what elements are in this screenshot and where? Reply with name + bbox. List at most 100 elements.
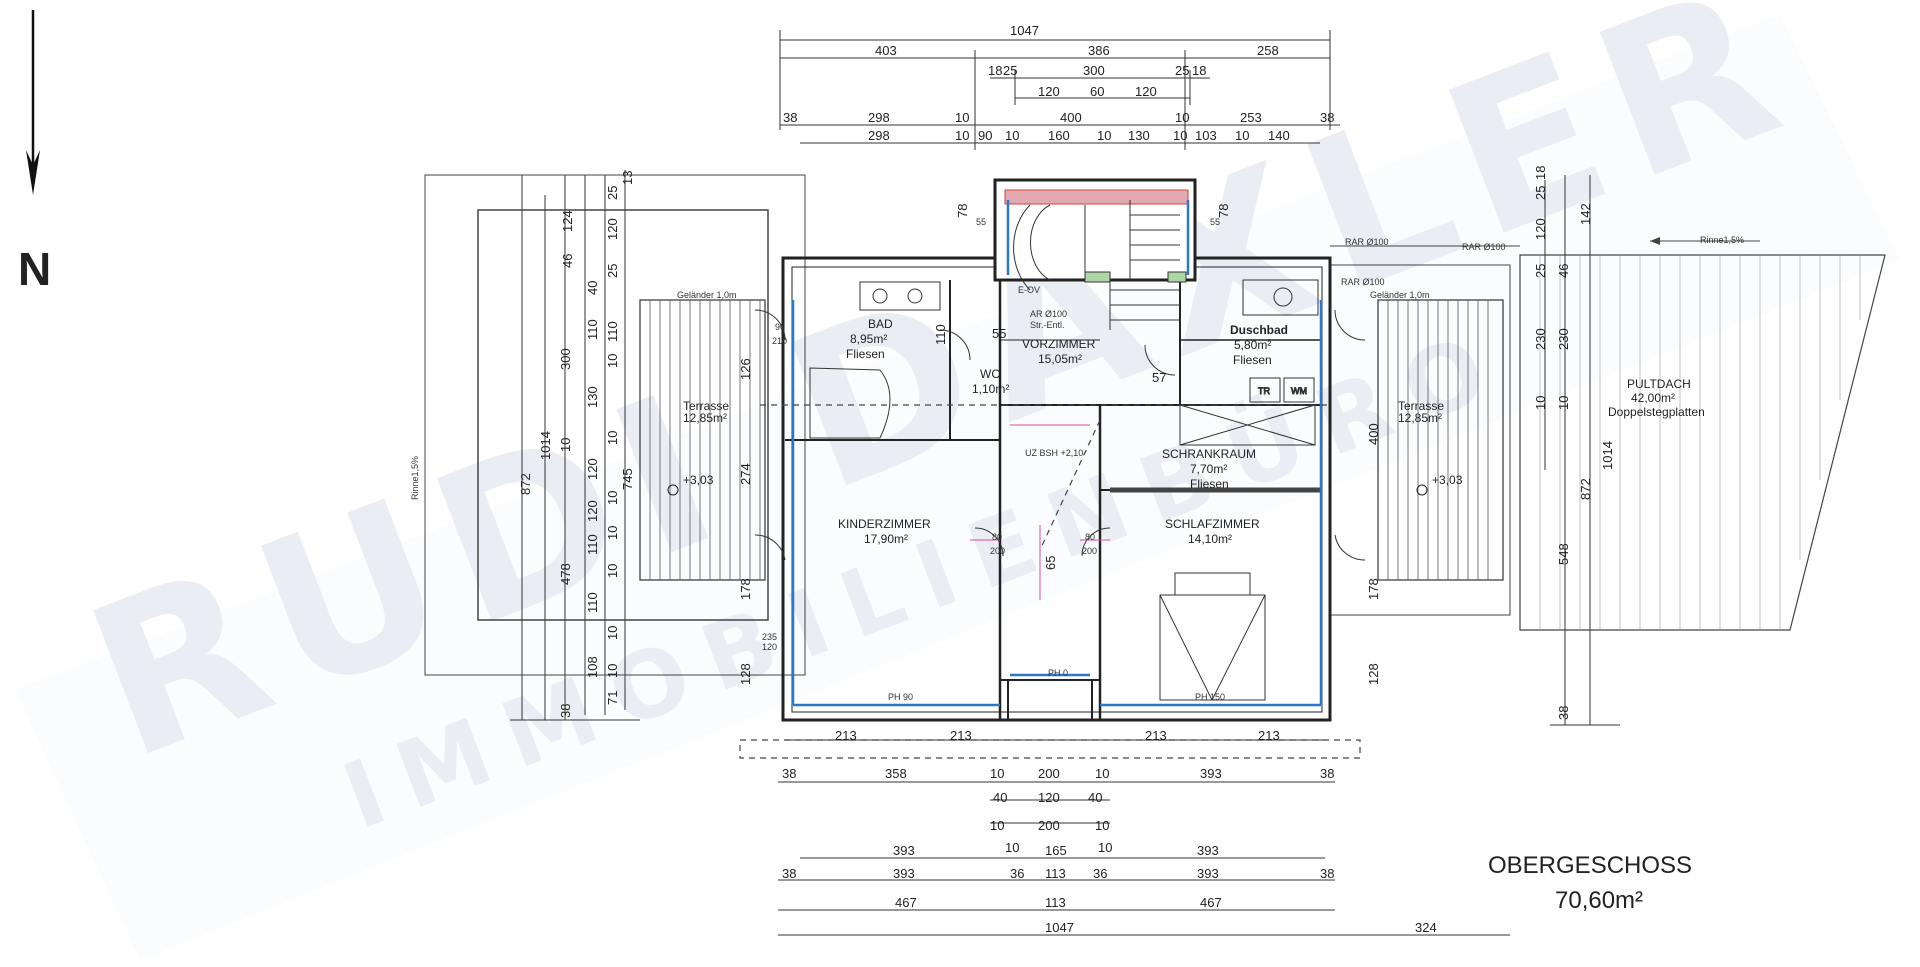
dim-left-110d: 110 bbox=[605, 321, 620, 342]
dim-inner-78a: 78 bbox=[955, 204, 970, 218]
dim-top-298a: 298 bbox=[868, 110, 890, 125]
tr-label: TR bbox=[1258, 386, 1270, 396]
str-entl-label: Str.-Entl. bbox=[1030, 320, 1065, 330]
dim-top-130: 130 bbox=[1128, 128, 1150, 143]
dim-bot-38b: 38 bbox=[1320, 766, 1334, 781]
ar-label: AR Ø100 bbox=[1030, 309, 1067, 319]
right-dimension-labels: 142 1014 872 548 38 25 18 120 25 46 230 … bbox=[1533, 166, 1615, 720]
room-schrankraum-area: 7,70m² bbox=[1190, 462, 1227, 476]
dim-top-10e: 10 bbox=[1097, 128, 1111, 143]
dim-bot-393c: 393 bbox=[1197, 843, 1219, 858]
north-arrow: N bbox=[18, 10, 51, 295]
room-schrankraum-floor: Fliesen bbox=[1190, 477, 1229, 491]
dim-right-120: 120 bbox=[1533, 218, 1548, 240]
right-dimensions bbox=[1544, 175, 1620, 726]
dim-top-120b: 120 bbox=[1135, 84, 1157, 99]
dim-bot-36b: 36 bbox=[1093, 866, 1107, 881]
dim-top-10a: 10 bbox=[955, 110, 969, 125]
dim-right-46: 46 bbox=[1556, 264, 1571, 278]
room-labels: BAD 8,95m² Fliesen WC 1,10m² VORZIMMER 1… bbox=[838, 317, 1288, 546]
dim-left-110b: 110 bbox=[585, 534, 600, 555]
ph0-label: PH 0 bbox=[1048, 668, 1068, 678]
terrace-right-name: Terrasse bbox=[1398, 399, 1444, 413]
dim-left-120c: 120 bbox=[605, 218, 620, 240]
room-vorzimmer-name: VORZIMMER bbox=[1022, 337, 1096, 351]
level-marker-right bbox=[1416, 484, 1428, 496]
top-dimensions bbox=[779, 30, 1340, 150]
dim-right-1014: 1014 bbox=[1600, 441, 1615, 470]
dim-bot-120: 120 bbox=[1038, 790, 1060, 805]
dim-bot-10a: 10 bbox=[990, 766, 1004, 781]
dim-left-38: 38 bbox=[558, 704, 573, 718]
dim-left-10f: 10 bbox=[605, 564, 620, 578]
top-dimension-labels: 1047 403 386 258 18 25 300 25 18 120 60 … bbox=[783, 23, 1334, 143]
dim-bot-358: 358 bbox=[885, 766, 907, 781]
dim-inner-120: 120 bbox=[762, 642, 777, 652]
dim-left-110c: 110 bbox=[585, 592, 600, 613]
dim-bot-213d: 213 bbox=[1258, 728, 1280, 743]
door-200-b: 200 bbox=[1082, 546, 1097, 556]
dim-bot-113a: 113 bbox=[1045, 866, 1066, 881]
dim-top-253: 253 bbox=[1240, 110, 1262, 125]
dim-right-142: 142 bbox=[1578, 203, 1593, 225]
dim-right-10b: 10 bbox=[1556, 396, 1571, 410]
dim-bot-10e: 10 bbox=[1005, 840, 1019, 855]
room-duschbad-floor: Fliesen bbox=[1233, 353, 1272, 367]
pultdach-name: PULTDACH bbox=[1627, 377, 1691, 391]
dim-right-25b: 25 bbox=[1533, 264, 1548, 278]
terrace-left-name: Terrasse bbox=[683, 399, 729, 413]
dim-left-872: 872 bbox=[518, 473, 533, 495]
dim-bot-1047: 1047 bbox=[1045, 920, 1074, 935]
pultdach-material: Doppelstegplatten bbox=[1608, 405, 1705, 419]
dim-left-10h: 10 bbox=[605, 664, 620, 678]
dim-top-120a: 120 bbox=[1038, 84, 1060, 99]
dim-top-18b: 18 bbox=[1192, 63, 1206, 78]
dim-bot-38c: 38 bbox=[782, 866, 796, 881]
floor-area: 70,60m² bbox=[1555, 887, 1643, 914]
dim-top-18a: 18 bbox=[988, 63, 1002, 78]
room-schlafzimmer-area: 14,10m² bbox=[1188, 532, 1232, 546]
uz-label: UZ BSH +2,10 bbox=[1025, 448, 1083, 458]
dim-top-298b: 298 bbox=[868, 128, 890, 143]
dim-inner-126: 126 bbox=[738, 358, 753, 380]
dim-left-10a: 10 bbox=[558, 438, 573, 452]
dim-right-25a: 25 bbox=[1533, 186, 1548, 200]
dim-left-10b: 10 bbox=[605, 354, 620, 368]
room-schrankraum-name: SCHRANKRAUM bbox=[1162, 447, 1256, 461]
dim-left-10c: 10 bbox=[605, 431, 620, 445]
dim-left-71: 71 bbox=[605, 691, 620, 705]
dim-inner-128a: 128 bbox=[738, 663, 753, 685]
dim-left-25a: 25 bbox=[605, 186, 620, 200]
door-90: 90 bbox=[775, 322, 785, 332]
dim-bot-38d: 38 bbox=[1320, 866, 1334, 881]
dim-left-120a: 120 bbox=[585, 458, 600, 480]
door-210: 210 bbox=[772, 336, 787, 346]
left-dimensions bbox=[510, 170, 640, 721]
room-duschbad-area: 5,80m² bbox=[1234, 338, 1271, 352]
room-kinderzimmer-area: 17,90m² bbox=[864, 532, 908, 546]
guide-lines bbox=[970, 424, 1110, 600]
room-schlafzimmer-name: SCHLAFZIMMER bbox=[1165, 517, 1260, 531]
dim-bot-10d: 10 bbox=[1095, 818, 1109, 833]
dim-top-60: 60 bbox=[1090, 84, 1104, 99]
dim-bot-467b: 467 bbox=[1200, 895, 1222, 910]
dim-left-1014: 1014 bbox=[538, 431, 553, 460]
dim-top-386: 386 bbox=[1088, 43, 1110, 58]
dim-bot-10b: 10 bbox=[1095, 766, 1109, 781]
left-terrace: Terrasse 12,85m² +3,03 Geländer 1,0m Rin… bbox=[410, 174, 806, 676]
door-200-a: 200 bbox=[990, 546, 1005, 556]
dim-left-300: 300 bbox=[558, 348, 573, 370]
dim-left-10d: 10 bbox=[605, 491, 620, 505]
dim-inner-274: 274 bbox=[738, 463, 753, 485]
dim-bot-393b: 393 bbox=[893, 843, 915, 858]
rinne-left: Rinne1,5% bbox=[410, 456, 420, 500]
dim-left-25b: 25 bbox=[605, 264, 620, 278]
dim-left-13: 13 bbox=[620, 171, 635, 185]
dim-inner-178a: 178 bbox=[738, 578, 753, 600]
room-vorzimmer-area: 15,05m² bbox=[1038, 352, 1082, 366]
dim-bot-393e: 393 bbox=[1197, 866, 1219, 881]
dim-top-103: 103 bbox=[1195, 128, 1217, 143]
door-80-b: 80 bbox=[1085, 532, 1095, 542]
dim-top-10d: 10 bbox=[1005, 128, 1019, 143]
watermark: RUDI DAXLER IMMOBILIENBÜRO bbox=[60, 0, 1822, 851]
